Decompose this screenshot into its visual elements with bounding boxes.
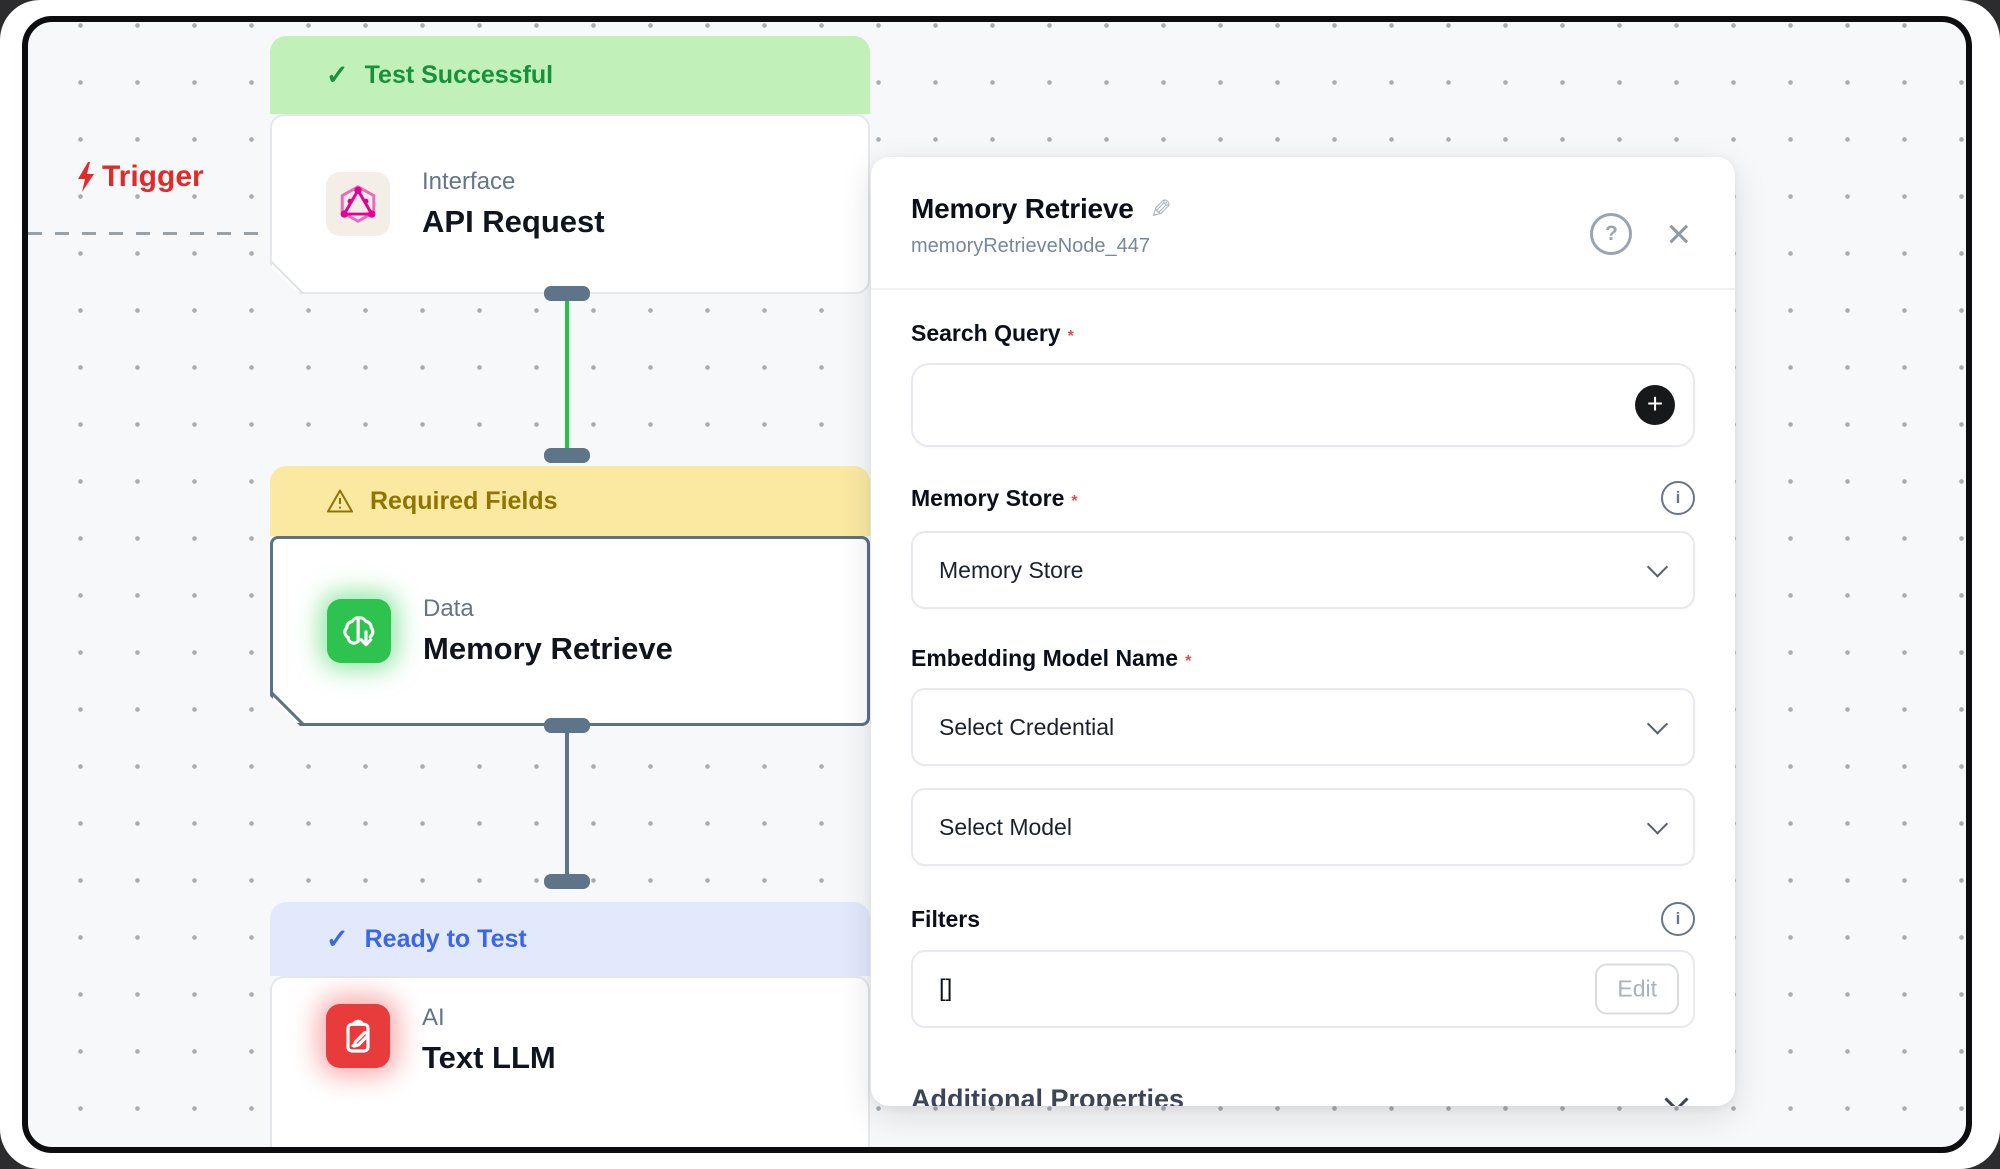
filters-label: Filters [911,905,981,932]
edit-filters-button[interactable]: Edit [1595,963,1679,1015]
chevron-down-icon [1646,813,1669,835]
credential-dropdown[interactable]: Select Credential [911,688,1695,766]
node-api-request[interactable]: ✓ Test Successful Interface API Request [270,36,870,294]
node-card[interactable]: AI Text LLM [270,976,870,1153]
card-chamfer [271,261,304,294]
panel-title: Memory Retrieve [911,193,1134,224]
workflow-canvas: Trigger ✓ Test Successful Int [22,16,1972,1153]
node-category: Data [423,595,474,622]
node-card[interactable]: Data Memory Retrieve [270,536,870,726]
memory-retrieve-icon [327,599,391,663]
search-query-input[interactable] [913,365,1693,445]
card-chamfer [271,692,304,725]
connection-line-success [565,300,569,452]
warning-icon [327,489,353,513]
node-status-banner: ✓ Ready to Test [270,902,870,976]
search-query-label: Search Query [911,320,1061,346]
connection-line [565,730,569,880]
embedding-model-label: Embedding Model Name [911,645,1179,671]
lightning-icon [78,162,94,192]
add-variable-button[interactable]: + [1635,385,1675,425]
filters-value: [] [939,975,953,1002]
check-icon: ✓ [326,923,349,954]
info-icon[interactable]: i [1661,902,1695,936]
trigger-text: Trigger [102,160,204,193]
graphql-icon [326,172,390,236]
node-properties-panel: Memory Retrieve ✎ memoryRetrieveNode_447… [871,157,1735,1106]
close-icon[interactable]: × [1666,210,1691,257]
output-port[interactable] [544,718,590,733]
additional-properties-label: Additional Properties [911,1084,1185,1106]
input-port[interactable] [544,874,590,889]
node-memory-retrieve[interactable]: Required Fields Data Memory Retrieve [270,466,870,726]
node-category: AI [422,1004,445,1031]
model-dropdown[interactable]: Select Model [911,788,1695,866]
additional-properties-section[interactable]: Additional Properties [911,1084,1695,1106]
memory-store-dropdown[interactable]: Memory Store [911,531,1695,609]
status-text: Required Fields [370,486,558,515]
trigger-connection-line [28,232,272,235]
status-text: Ready to Test [364,924,527,953]
required-marker: * [1185,653,1192,670]
node-category: Interface [422,168,516,195]
node-card[interactable]: Interface API Request [270,114,870,294]
check-icon: ✓ [326,59,349,90]
model-value: Select Model [939,813,1072,840]
memory-store-value: Memory Store [939,556,1084,583]
node-title: Text LLM [422,1040,556,1075]
node-status-banner: ✓ Test Successful [270,36,870,114]
help-icon[interactable]: ? [1590,213,1633,255]
header-divider [871,288,1735,290]
input-port[interactable] [544,448,590,463]
node-title: API Request [422,204,605,239]
info-icon[interactable]: i [1661,481,1695,515]
status-text: Test Successful [364,60,554,89]
search-query-field[interactable]: + [911,363,1695,447]
node-text-llm[interactable]: ✓ Ready to Test AI Text LLM [270,902,870,1153]
edit-title-icon[interactable]: ✎ [1149,193,1172,224]
chevron-down-icon [1646,556,1669,578]
output-port[interactable] [544,286,590,301]
node-title: Memory Retrieve [423,631,673,666]
filters-field[interactable]: [] Edit [911,950,1695,1028]
node-status-banner: Required Fields [270,466,870,536]
memory-store-label: Memory Store [911,484,1065,511]
text-llm-icon [326,1004,390,1068]
trigger-label: Trigger [74,160,204,194]
required-marker: * [1071,492,1078,510]
credential-value: Select Credential [939,713,1115,740]
node-id: memoryRetrieveNode_447 [911,235,1151,257]
required-marker: * [1067,328,1074,345]
chevron-down-icon [1664,1087,1689,1106]
chevron-down-icon [1646,713,1669,735]
